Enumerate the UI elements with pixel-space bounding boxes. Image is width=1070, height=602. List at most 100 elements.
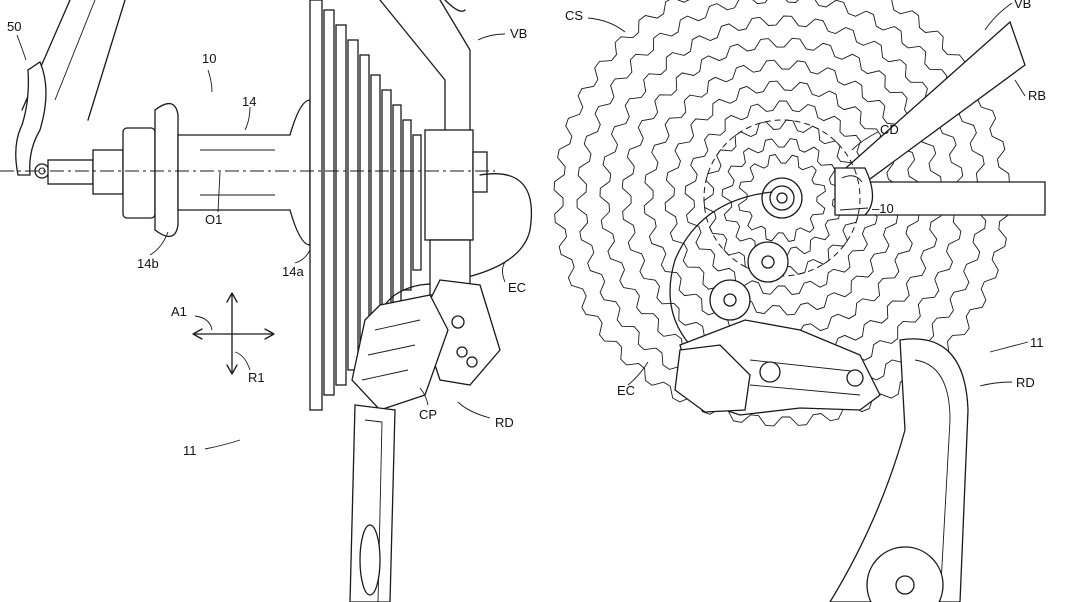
leader-o1 (217, 171, 221, 213)
label-cd: CD (880, 122, 899, 137)
hub-center-inner (776, 192, 788, 204)
axial-arrow-head-right (264, 328, 275, 340)
sprocket (323, 9, 335, 396)
leader-14 (244, 106, 251, 131)
leader-ec-left (502, 261, 506, 283)
sprocket (392, 104, 402, 306)
sprocket-outline (664, 80, 900, 316)
derailleur-bolt (466, 356, 478, 368)
left-figure (0, 0, 532, 602)
label-cs: CS (565, 8, 583, 23)
frame-curve (444, 0, 466, 12)
chain-cage-right-inner (914, 359, 951, 602)
hub-nut (92, 149, 124, 195)
label-10: 10 (202, 51, 216, 66)
label-14a: 14a (282, 264, 304, 279)
leader-11-right (989, 341, 1029, 353)
radial-arrow-head-top (226, 292, 238, 303)
leader-14b (149, 231, 169, 256)
axle-slot (841, 175, 863, 183)
tension-pulley (866, 546, 944, 602)
sprocket (370, 74, 381, 336)
sprocket (347, 39, 359, 371)
electric-cable-right (669, 191, 773, 346)
label-11-left: 11 (183, 443, 197, 458)
hub-flange-b-rim (154, 103, 179, 237)
chain-cage-inner (364, 419, 383, 602)
label-ec-right: EC (617, 383, 635, 398)
leader-ec-right (627, 361, 649, 386)
leader-rd-right (979, 381, 1013, 387)
sprocket (309, 0, 323, 411)
quick-release-lever (15, 61, 47, 176)
label-rd-left: RD (495, 415, 514, 430)
a1-curve-arrow (194, 315, 213, 331)
leader-cp (419, 387, 429, 406)
seat-stay-right (837, 20, 1026, 191)
rear-derailleur-right (674, 241, 969, 602)
right-figure (553, 0, 1046, 602)
leader-50 (16, 34, 27, 61)
leader-10-right (839, 207, 869, 211)
leader-rd-left (457, 401, 491, 419)
label-10-right: –10 (872, 201, 894, 216)
guide-pulley (359, 524, 381, 596)
pulley-mid-axle (723, 293, 737, 307)
label-r1: R1 (248, 370, 265, 385)
sprocket-outline (643, 59, 921, 337)
link-pivot (759, 361, 781, 383)
leader-vb-right (984, 2, 1013, 31)
axle-end-right (472, 151, 488, 193)
label-14: 14 (242, 94, 256, 109)
pulley-upper-axle (761, 255, 775, 269)
derailleur-bolt (456, 346, 468, 358)
hub-flange-b (122, 127, 156, 219)
label-14b: 14b (137, 256, 159, 271)
label-vb-left: VB (510, 26, 527, 41)
leader-cd (851, 131, 879, 151)
tension-pulley-axle (895, 575, 915, 595)
dropout (424, 129, 474, 241)
reference-labels: 50 10 14 O1 14b 14a VB EC A1 R1 CP RD 11… (7, 0, 1046, 458)
label-50: 50 (7, 19, 21, 34)
sprocket (381, 89, 392, 321)
hub-body (177, 99, 311, 246)
leader-cs (587, 17, 626, 33)
electric-cable (384, 173, 532, 306)
leader-vb-left (477, 33, 506, 41)
label-a1: A1 (171, 304, 187, 319)
sprocket (359, 54, 370, 356)
label-rd-right: RD (1016, 375, 1035, 390)
axial-arrow-head-left (192, 328, 203, 340)
frame-end-cap (834, 167, 874, 216)
link-pivot (846, 369, 864, 387)
derailleur-bolt (451, 315, 465, 329)
radial-arrow-head-bottom (226, 364, 238, 375)
sprocket (335, 24, 347, 386)
leader-14a (294, 249, 311, 264)
label-11-right: 11 (1030, 335, 1044, 350)
label-cp: CP (419, 407, 437, 422)
r1-curve-arrow (234, 351, 251, 371)
leader-rb (1014, 79, 1026, 97)
derailleur-motor-unit (351, 294, 449, 411)
hub-body-highlight (200, 149, 275, 196)
axle-end (47, 159, 94, 185)
motor-housing (674, 344, 751, 413)
sprocket-outline (684, 100, 880, 295)
derailleur-motor-detail (361, 319, 421, 381)
sprocket (412, 134, 422, 271)
rear-derailleur-left (349, 239, 501, 602)
sprocket-outline (737, 153, 827, 243)
label-ec-left: EC (508, 280, 526, 295)
sprocket (402, 119, 412, 291)
label-rb: RB (1028, 88, 1046, 103)
sprocket-outline (553, 0, 1011, 427)
seat-stay-left-inner (54, 0, 96, 101)
leader-11-left (204, 439, 241, 450)
direction-indicator (192, 292, 275, 375)
leader-10 (207, 69, 213, 93)
label-vb-right: VB (1014, 0, 1031, 11)
label-o1: O1 (205, 212, 222, 227)
